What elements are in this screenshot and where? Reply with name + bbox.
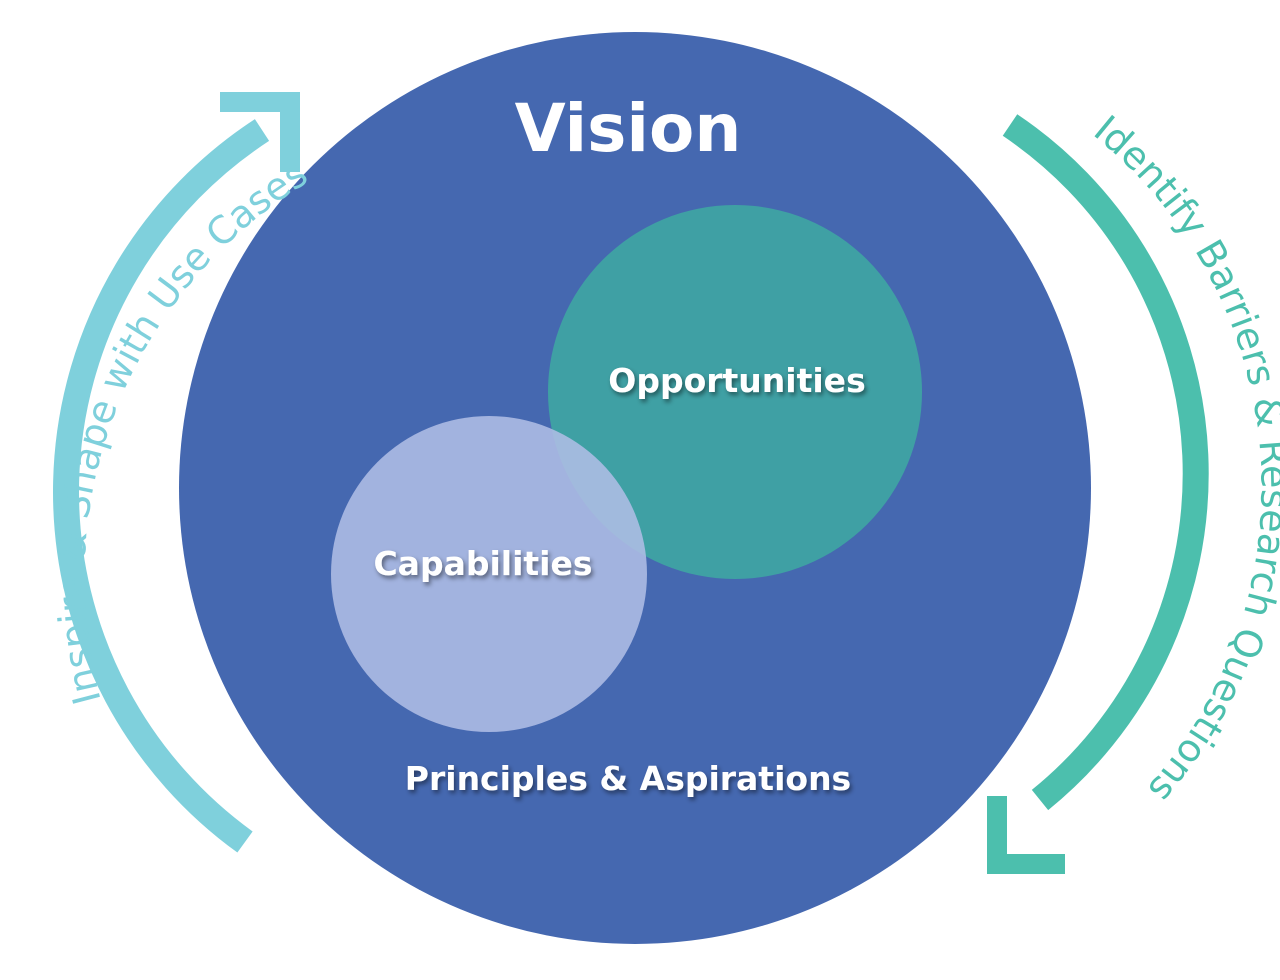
right-cycle-arrow xyxy=(1002,114,1209,811)
vision-title: Vision xyxy=(515,90,742,167)
capabilities-circle xyxy=(331,416,647,732)
left-arrowhead-icon xyxy=(220,92,300,172)
opportunities-circle xyxy=(548,205,922,579)
left-cycle-arrow xyxy=(53,119,270,853)
capabilities-label: Capabilities xyxy=(373,544,592,583)
right-arrowhead-icon xyxy=(987,796,1065,874)
principles-aspirations-label: Principles & Aspirations xyxy=(405,759,851,798)
opportunities-label: Opportunities xyxy=(608,361,865,400)
